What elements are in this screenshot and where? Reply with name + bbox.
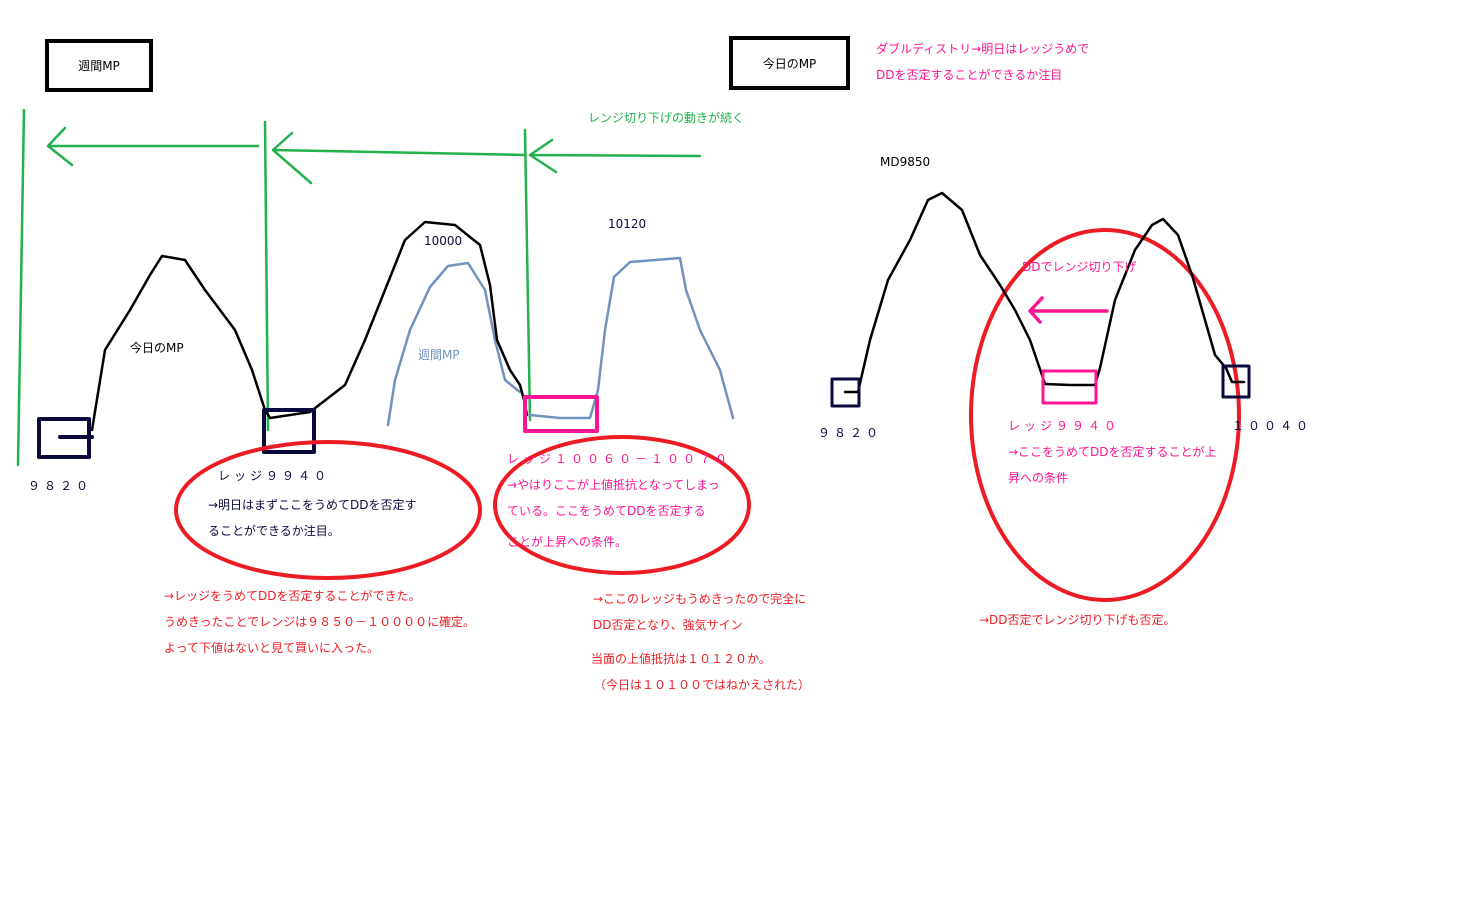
label-weekly-mp: 週間MP	[418, 348, 460, 362]
green-vertical-line	[523, 128, 532, 422]
ellipse2-line4: ことが上昇への条件。	[507, 534, 627, 549]
ellipse2-line2: →やはりここが上値抵抗となってしまっ	[507, 477, 720, 492]
weekly-mp-label: 週間MP	[78, 59, 120, 73]
label-10120: 10120	[608, 217, 646, 231]
label-md9850: MD9850	[880, 155, 930, 169]
today-mp-box: 今日のMP	[729, 36, 850, 90]
green-note: レンジ切り下げの動きが続く	[588, 110, 744, 125]
right-result: →DD否定でレンジ切り下げも否定。	[979, 612, 1176, 627]
pink-lege-marker	[523, 395, 599, 433]
label-9820: ９８２０	[28, 479, 92, 493]
right-profile	[843, 191, 1246, 394]
red-ellipse-1	[174, 440, 482, 580]
right-low-marker	[830, 377, 861, 408]
right-ellipse-line3: 昇への条件	[1008, 471, 1068, 485]
navy-markers	[37, 408, 316, 459]
result1-line1: →レッジをうめてDDを否定することができた。	[164, 588, 421, 603]
header-note-line1: ダブルディストリ→明日はレッジうめで	[876, 41, 1089, 56]
ellipse1-line3: ることができるか注目。	[208, 523, 340, 538]
right-label-10040: １００４０	[1232, 419, 1312, 433]
green-left-arrow-icon	[271, 131, 527, 185]
green-left-arrow-icon	[528, 138, 702, 174]
header-note-line2: DDを否定することができるか注目	[876, 67, 1062, 82]
result2-line4: （今日は１０１００ではねかえされた）	[594, 677, 810, 692]
weekly-mp-profile	[386, 256, 735, 427]
red-ellipse-2	[493, 435, 751, 575]
today-mp-label: 今日のMP	[762, 56, 817, 71]
red-ellipse-3	[969, 228, 1241, 602]
right-high-marker	[1221, 364, 1251, 399]
right-label-9820: ９８２０	[818, 426, 882, 440]
pink-left-arrow-icon	[1028, 296, 1109, 324]
ellipse2-line3: ている。ここをうめてDDを否定する	[507, 503, 705, 518]
green-vertical-line	[16, 108, 26, 467]
today-mp-profile	[90, 220, 529, 432]
label-10000: 10000	[424, 234, 462, 248]
right-pink-lege-marker	[1041, 369, 1098, 405]
ellipse1-line1: レッジ９９４０	[218, 469, 330, 483]
result1-line3: よって下値はないと見て買いに入った。	[164, 640, 379, 655]
red-ellipses	[174, 228, 1241, 602]
green-vertical-line	[263, 120, 270, 432]
result2-line1: →ここのレッジもうめきったので完全に	[593, 591, 806, 606]
lege-marker-9940	[262, 408, 316, 454]
right-arrow-note: DDでレンジ切り下げ	[1022, 260, 1136, 274]
right-ellipse-line1: レッジ９９４０	[1008, 419, 1120, 433]
label-today-mp: 今日のMP	[130, 340, 184, 355]
result2-line3: 当面の上値抵抗は１０１２０か。	[591, 651, 771, 666]
result1-line2: うめきったことでレンジは９８５０－１００００に確定。	[164, 614, 475, 629]
result2-line2: DD否定となり、強気サイン	[593, 617, 743, 632]
ellipse2-line1: レッジ１００６０－１００７０	[507, 452, 731, 466]
ellipse1-line2: →明日はまずここをうめてDDを否定す	[208, 497, 417, 512]
right-ellipse-line2: →ここをうめてDDを否定することが上	[1008, 444, 1217, 459]
weekly-mp-box: 週間MP	[45, 39, 153, 92]
green-left-arrow-icon	[46, 126, 260, 167]
range-lines	[16, 108, 702, 467]
